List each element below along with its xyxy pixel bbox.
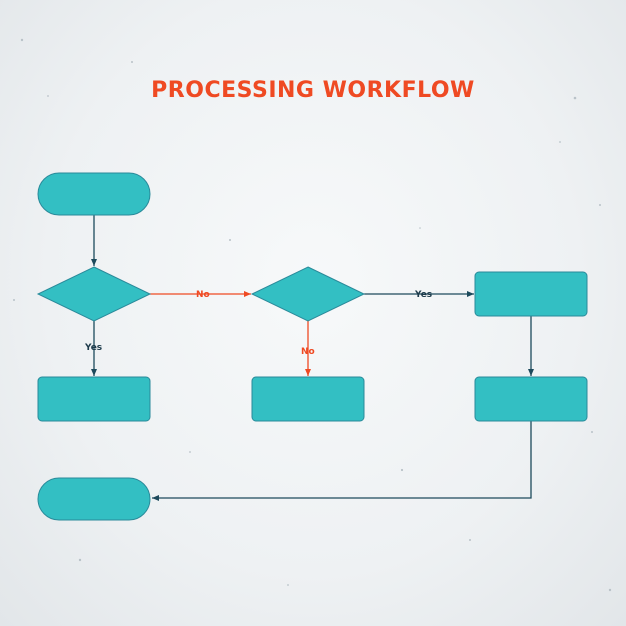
end-terminal bbox=[37, 477, 151, 521]
process-box-yes-1 bbox=[37, 376, 151, 422]
decision-diamond-1 bbox=[36, 266, 152, 322]
process-box-a bbox=[474, 271, 588, 317]
background-texture bbox=[13, 38, 612, 592]
diagram-title: PROCESSING WORKFLOW bbox=[151, 78, 475, 103]
label-decision1-yes: Yes bbox=[84, 343, 102, 353]
process-box-b bbox=[474, 376, 588, 422]
connector-process-b-to-end bbox=[152, 421, 532, 501]
label-decision2-yes: Yes bbox=[414, 290, 432, 300]
label-decision2-no: No bbox=[301, 347, 315, 357]
start-terminal bbox=[37, 172, 151, 216]
decision-diamond-2 bbox=[250, 266, 366, 322]
process-box-no-2 bbox=[251, 376, 365, 422]
label-decision1-no: No bbox=[196, 290, 210, 300]
